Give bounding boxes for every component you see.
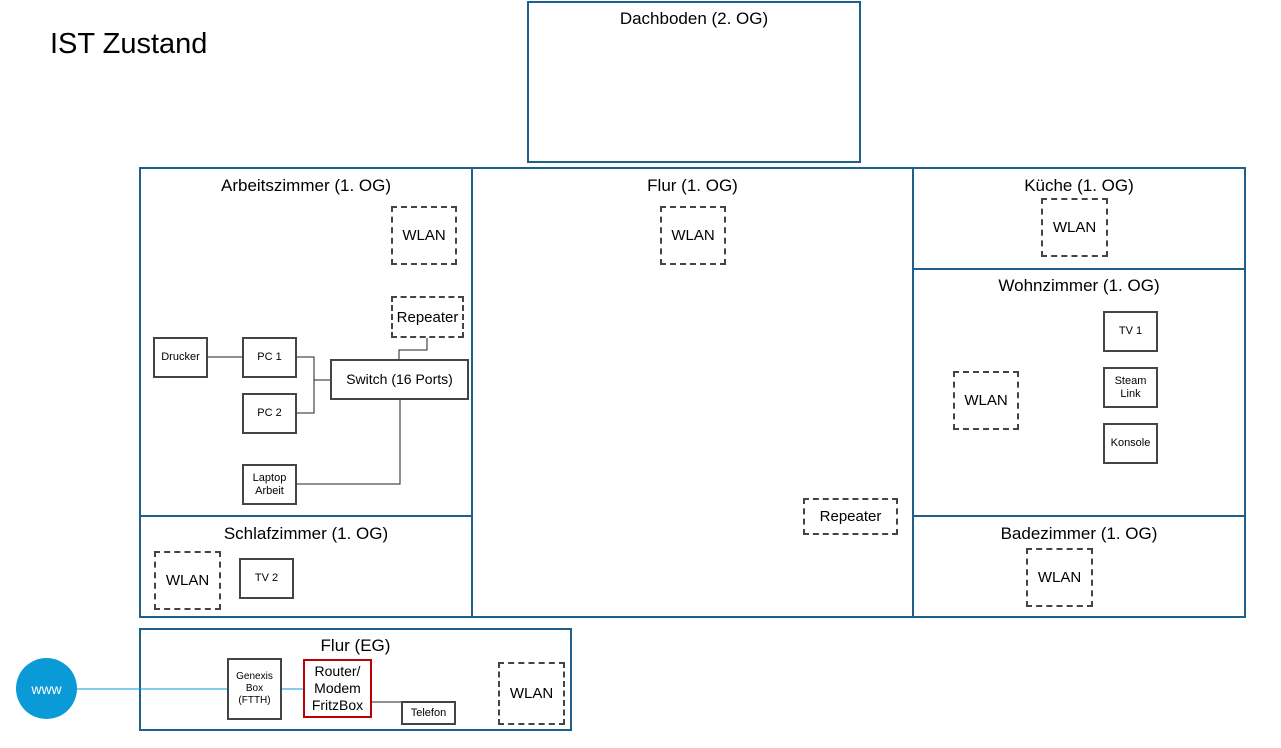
wlan-hall-1og: WLAN — [660, 206, 726, 265]
pc2-device: PC 2 — [242, 393, 297, 434]
repeater-office: Repeater — [391, 296, 464, 338]
pc1-label: PC 1 — [257, 351, 282, 363]
printer-label: Drucker — [161, 351, 200, 363]
wlan-hall-eg: WLAN — [498, 662, 565, 725]
room-title-hall-eg: Flur (EG) — [320, 636, 391, 655]
switch-device: Switch (16 Ports) — [330, 359, 469, 400]
internet-node: www — [16, 658, 77, 719]
room-title-bedroom: Schlafzimmer (1. OG) — [223, 524, 389, 543]
tv1-label: TV 1 — [1118, 325, 1143, 337]
pc1-device: PC 1 — [242, 337, 297, 378]
console-device: Konsole — [1103, 423, 1158, 464]
room-title-hall-1og: Flur (1. OG) — [647, 176, 738, 195]
internet-label: www — [31, 680, 62, 697]
page-title: IST Zustand — [50, 28, 208, 60]
steam-link-label: Steam Link — [1114, 374, 1147, 400]
wlan-bath: WLAN — [1026, 548, 1093, 607]
repeater-hall-1og: Repeater — [803, 498, 898, 535]
room-title-attic: Dachboden (2. OG) — [619, 9, 769, 28]
telefon-label: Telefon — [410, 706, 447, 719]
wlan-office: WLAN — [391, 206, 457, 265]
room-attic: Dachboden (2. OG) — [527, 1, 861, 163]
genexis-box-label: Genexis Box (FTTH) — [236, 671, 273, 706]
console-label: Konsole — [1110, 437, 1151, 449]
tv2-device: TV 2 — [239, 558, 294, 599]
steam-link-device: Steam Link — [1103, 367, 1158, 408]
printer-device: Drucker — [153, 337, 208, 378]
wlan-kitchen: WLAN — [1041, 198, 1108, 257]
router-label: Router/ Modem FritzBox — [311, 663, 364, 713]
laptop-label: Laptop Arbeit — [252, 471, 287, 497]
genexis-box-device: Genexis Box (FTTH) — [227, 658, 282, 720]
switch-label: Switch (16 Ports) — [346, 371, 453, 387]
wlan-bedroom: WLAN — [154, 551, 221, 610]
telefon-device: Telefon — [401, 701, 456, 725]
laptop-device: Laptop Arbeit — [242, 464, 297, 505]
tv1-device: TV 1 — [1103, 311, 1158, 352]
wlan-living: WLAN — [953, 371, 1019, 430]
room-title-office: Arbeitszimmer (1. OG) — [220, 176, 392, 195]
tv2-label: TV 2 — [254, 572, 279, 584]
pc2-label: PC 2 — [257, 407, 282, 419]
room-title-bath: Badezimmer (1. OG) — [1000, 524, 1158, 543]
room-hall-1og: Flur (1. OG) — [471, 167, 914, 618]
room-title-kitchen: Küche (1. OG) — [1024, 176, 1134, 195]
room-title-living: Wohnzimmer (1. OG) — [998, 276, 1160, 295]
router-device: Router/ Modem FritzBox — [303, 659, 372, 718]
